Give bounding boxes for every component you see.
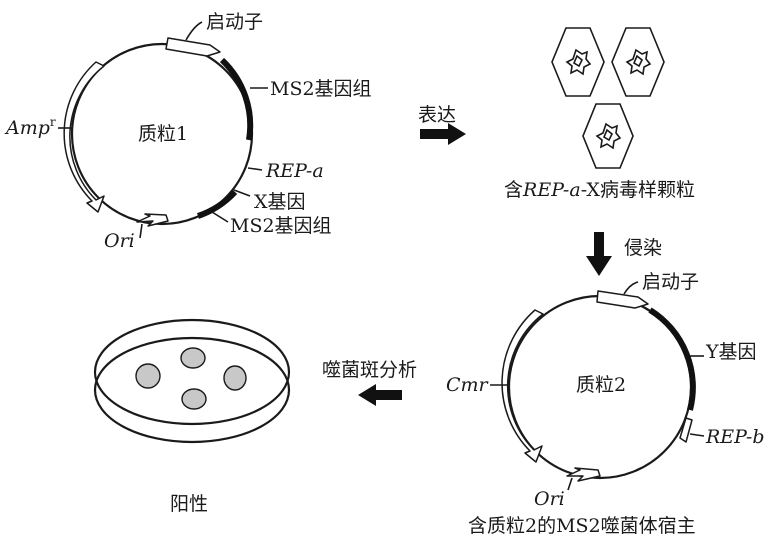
plasmid-1-rep-a-label: REP-a xyxy=(265,160,324,182)
plasmid-1-rep-a-leader xyxy=(247,167,263,171)
infect-label: 侵染 xyxy=(624,237,662,259)
infect-step: 侵染 xyxy=(586,232,662,276)
vlp-particle xyxy=(611,27,665,97)
express-label: 表达 xyxy=(418,104,456,126)
plasmid-2-rep-b-feature xyxy=(679,417,693,443)
plasmid-2: 质粒2 启动子 Y基因 REP-b Cmr Ori 含质粒2的MS2噬菌体宿主 xyxy=(446,271,765,537)
express-step: 表达 xyxy=(418,104,466,145)
plaque xyxy=(223,365,247,391)
plasmid-2-rep-b-label: REP-b xyxy=(705,426,765,448)
plasmid-1-ori-label: Ori xyxy=(104,230,135,252)
plasmid-1-x-gene-label: X基因 xyxy=(254,191,306,213)
plasmid-1-ms2-top-label: MS2基因组 xyxy=(270,78,372,100)
plasmid-1-promoter-leader xyxy=(185,21,203,41)
plasmid-1-amp-label: Ampr xyxy=(4,115,56,139)
plasmid-1-amp-feature xyxy=(63,61,105,213)
plaque-arrow-icon xyxy=(358,384,402,406)
petri-dish-bottom xyxy=(93,336,291,444)
plasmid-1-ms2-genome-top xyxy=(219,57,254,141)
plasmid-2-ori-label: Ori xyxy=(534,488,565,510)
plasmid-1-ori-leader xyxy=(139,223,143,239)
plasmid-2-ori-feature xyxy=(566,467,601,482)
vlp-caption: 含REP-a-X病毒样颗粒 xyxy=(504,179,695,201)
plasmid-1-ms2-genome-bottom xyxy=(196,189,238,219)
plasmid-1-promoter-label: 启动子 xyxy=(206,11,263,33)
plasmid-1-promoter-feature xyxy=(165,37,221,57)
plaque xyxy=(135,363,161,389)
plasmid-1-ms2-bottom-label: MS2基因组 xyxy=(230,215,332,237)
plasmid-2-ori-leader xyxy=(567,477,573,491)
vlp-particle xyxy=(582,103,634,169)
express-arrow-icon xyxy=(420,123,466,145)
plasmid-2-y-gene xyxy=(648,307,696,411)
plasmid-2-promoter-leader xyxy=(623,281,639,295)
plasmid-2-promoter-label: 启动子 xyxy=(642,271,699,293)
vlp-particle xyxy=(551,27,605,97)
petri-dish xyxy=(93,318,291,444)
plasmid-1-ori-feature xyxy=(136,213,169,227)
plaque xyxy=(180,347,206,369)
plaque xyxy=(181,388,207,410)
virus-like-particles: 含REP-a-X病毒样颗粒 xyxy=(504,27,695,201)
plasmid-2-cmr-feature xyxy=(501,309,544,463)
result-label: 阳性 xyxy=(170,493,208,515)
infect-arrow-icon xyxy=(586,232,612,276)
plasmid-1-name: 质粒1 xyxy=(138,123,188,145)
plasmid-2-cmr-label: Cmr xyxy=(446,374,490,396)
plaque-step: 噬菌斑分析 xyxy=(322,359,417,406)
plasmid-1: 质粒1 启动子 MS2基因组 REP-a X基因 MS2基因组 Ampr Ori xyxy=(4,11,372,252)
plasmid-1-x-gene-leader xyxy=(233,189,251,197)
plasmid-2-promoter-feature xyxy=(596,290,649,309)
plasmid-2-caption: 含质粒2的MS2噬菌体宿主 xyxy=(468,515,696,537)
plasmid-2-name: 质粒2 xyxy=(576,374,626,396)
petri-dish-top xyxy=(93,318,291,426)
plasmid-2-rep-b-leader xyxy=(689,433,705,437)
plasmid-2-y-gene-label: Y基因 xyxy=(705,341,757,363)
plasmid-1-ms2-bottom-leader xyxy=(211,211,229,223)
plaque-label: 噬菌斑分析 xyxy=(322,359,417,381)
